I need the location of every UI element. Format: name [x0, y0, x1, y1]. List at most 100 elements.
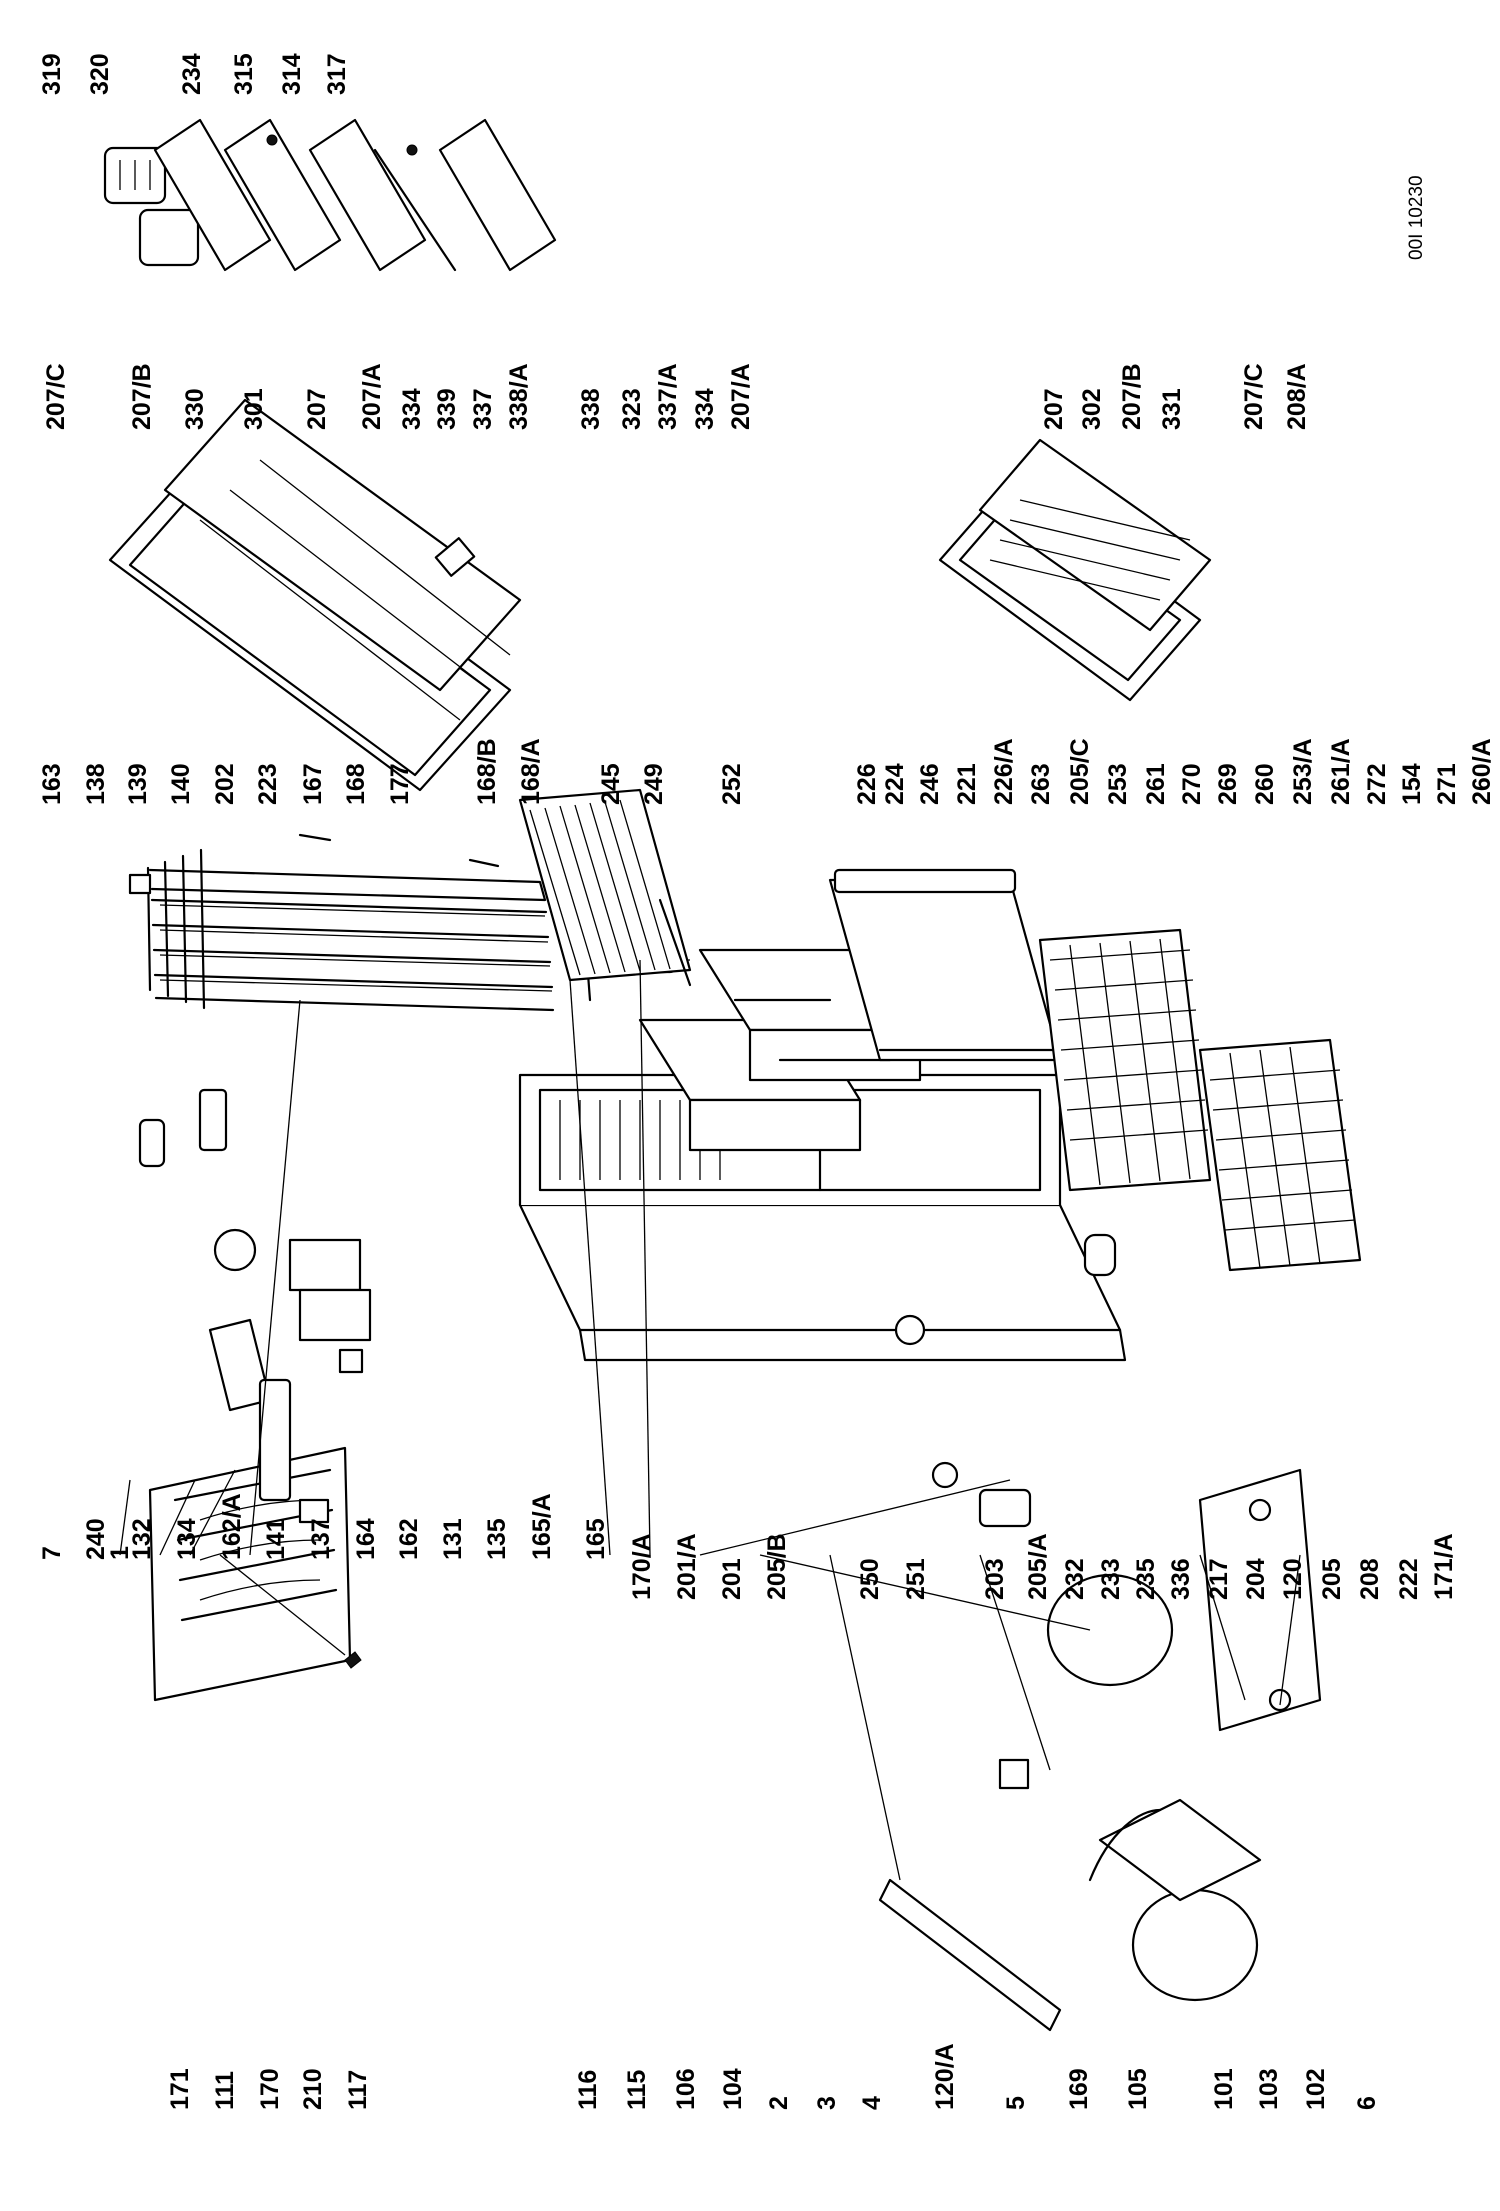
label-245: 245 [597, 763, 625, 805]
label-168-a: 168/A [517, 738, 545, 805]
label-164: 164 [352, 1518, 380, 1560]
label-334-top: 334 [398, 388, 426, 430]
label-7: 7 [38, 1546, 66, 1560]
label-131: 131 [439, 1518, 467, 1560]
label-234: 234 [178, 53, 206, 95]
label-104: 104 [719, 2068, 747, 2110]
label-272: 272 [1363, 763, 1391, 805]
label-207-top: 207 [303, 388, 331, 430]
label-6: 6 [1353, 2096, 1381, 2110]
label-3: 3 [813, 2096, 841, 2110]
label-101: 101 [1210, 2068, 1238, 2110]
label-260-a: 260/A [1468, 738, 1496, 805]
label-331: 331 [1158, 388, 1186, 430]
label-226: 226 [853, 763, 881, 805]
label-154: 154 [1398, 763, 1426, 805]
label-207-c-top: 207/C [42, 363, 70, 430]
label-1: 1 [106, 1546, 134, 1560]
label-323: 323 [618, 388, 646, 430]
label-232: 232 [1061, 1558, 1089, 1600]
label-302: 302 [1078, 388, 1106, 430]
leader-lines [119, 959, 1301, 1881]
label-301: 301 [240, 388, 268, 430]
label-252: 252 [718, 763, 746, 805]
label-201: 201 [718, 1558, 746, 1600]
label-207-b-bottom: 207/B [1118, 363, 1146, 430]
label-207-a-top: 207/A [358, 363, 386, 430]
label-170-a: 170/A [628, 1533, 656, 1600]
label-165: 165 [582, 1518, 610, 1560]
label-338-a: 338/A [505, 363, 533, 430]
label-260: 260 [1251, 763, 1279, 805]
label-120: 120 [1279, 1558, 1307, 1600]
label-207-c-bottom: 207/C [1240, 363, 1268, 430]
label-240: 240 [82, 1518, 110, 1560]
label-337-a: 337/A [654, 363, 682, 430]
label-115: 115 [623, 2070, 651, 2110]
label-222: 222 [1395, 1558, 1423, 1600]
label-169: 169 [1065, 2068, 1093, 2110]
label-117: 117 [344, 2070, 372, 2110]
label-223: 223 [254, 763, 282, 805]
part-labels: 171 111 170 210 117 116 115 106 104 2 3 … [38, 53, 1496, 2110]
label-162: 162 [395, 1518, 423, 1560]
label-338: 338 [577, 388, 605, 430]
label-5: 5 [1002, 2096, 1030, 2110]
label-171-a: 171/A [1430, 1533, 1458, 1600]
label-207-a-bottom: 207/A [727, 363, 755, 430]
label-201-a: 201/A [673, 1533, 701, 1600]
label-334-bottom: 334 [691, 388, 719, 430]
label-339: 339 [433, 388, 461, 430]
label-168: 168 [342, 763, 370, 805]
reference-code: 00I 10230 [1406, 175, 1427, 260]
label-320: 320 [86, 53, 114, 95]
drawing [103, 118, 1362, 2032]
label-271: 271 [1433, 763, 1461, 805]
label-207-bottom: 207 [1040, 388, 1068, 430]
label-210: 210 [299, 2068, 327, 2110]
label-137: 137 [307, 1518, 335, 1560]
label-168-b: 168/B [473, 738, 501, 805]
freezer-door [938, 438, 1212, 702]
label-336: 336 [1167, 1558, 1195, 1600]
label-134: 134 [173, 1518, 201, 1560]
label-111: 111 [211, 2071, 239, 2110]
label-106: 106 [672, 2068, 700, 2110]
label-102: 102 [1302, 2068, 1330, 2110]
label-141: 141 [262, 1518, 290, 1560]
label-4: 4 [858, 2096, 886, 2110]
label-165-a: 165/A [528, 1493, 556, 1560]
label-249: 249 [640, 763, 668, 805]
label-103: 103 [1255, 2068, 1283, 2110]
label-205-c: 205/C [1066, 738, 1094, 805]
label-163: 163 [38, 763, 66, 805]
label-226-a: 226/A [990, 738, 1018, 805]
label-203: 203 [981, 1558, 1009, 1600]
wire-baskets [1038, 928, 1362, 1272]
label-204: 204 [1242, 1558, 1270, 1600]
label-221: 221 [953, 763, 981, 805]
fridge-door [108, 398, 522, 792]
label-217: 217 [1205, 1558, 1233, 1600]
label-205: 205 [1318, 1558, 1346, 1600]
misc-parts [138, 1088, 372, 1502]
label-250: 250 [856, 1558, 884, 1600]
label-319: 319 [38, 53, 66, 95]
label-120-a: 120/A [931, 2043, 959, 2110]
label-314: 314 [278, 53, 306, 95]
label-253: 253 [1104, 763, 1132, 805]
label-270: 270 [1178, 763, 1206, 805]
label-224: 224 [881, 763, 909, 805]
label-135: 135 [483, 1518, 511, 1560]
label-317: 317 [323, 53, 351, 95]
label-269: 269 [1214, 763, 1242, 805]
label-208-a: 208/A [1283, 363, 1311, 430]
label-116: 116 [574, 2070, 602, 2110]
label-202: 202 [211, 763, 239, 805]
evaporator-plate [148, 1446, 362, 1702]
door-bins [103, 118, 557, 272]
label-263: 263 [1027, 763, 1055, 805]
glass-shelf [828, 868, 1062, 1062]
label-167: 167 [299, 763, 327, 805]
label-251: 251 [902, 1558, 930, 1600]
